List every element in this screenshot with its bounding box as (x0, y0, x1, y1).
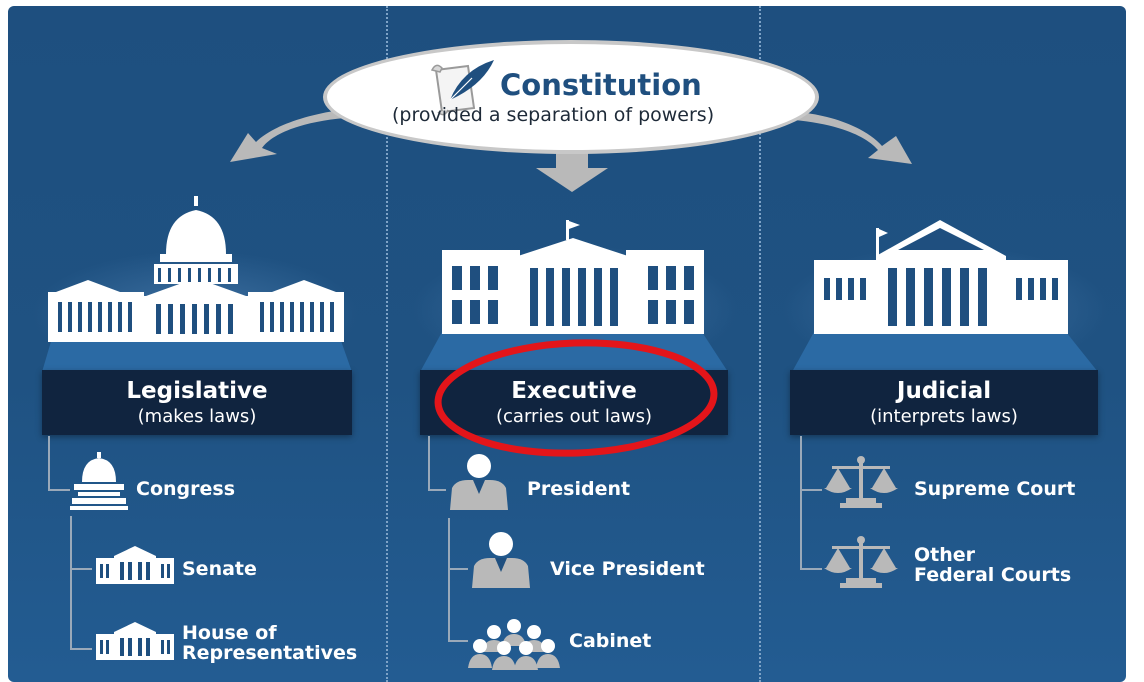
constitution-oval (323, 40, 819, 154)
arrow-to-legislative (230, 110, 345, 162)
column-divider-left (386, 6, 388, 682)
executive-tree-branch (428, 489, 446, 491)
other-courts-tree-branch (800, 568, 822, 570)
supreme-court-scales-icon (824, 456, 898, 508)
legislative-tree-branch (48, 489, 70, 491)
president-label: President (527, 478, 631, 500)
capitol-icon (48, 196, 344, 342)
senate-label: Senate (182, 558, 257, 580)
judicial-box: Judicial (interprets laws) (790, 370, 1098, 435)
white-house-icon (442, 220, 704, 334)
supreme-court-icon (814, 220, 1068, 334)
quill-scroll-icon (430, 60, 494, 116)
executive-title: Executive (511, 378, 637, 404)
arrow-to-judicial (794, 112, 912, 164)
cabinet-group-icon (468, 619, 560, 670)
constitution-subtitle: (provided a separation of powers) (392, 104, 715, 126)
arrow-to-executive (536, 152, 608, 192)
congress-tree-line (70, 516, 72, 650)
judicial-subtitle: (interprets laws) (870, 406, 1018, 427)
executive-tree-line (428, 436, 430, 490)
cabinet-tree-branch (448, 640, 468, 642)
executive-box: Executive (carries out laws) (420, 370, 728, 435)
house-label-line1: House of (182, 622, 277, 644)
supreme-court-label: Supreme Court (914, 478, 1076, 500)
judicial-title: Judicial (896, 378, 992, 404)
other-courts-label-line1: Other (914, 544, 976, 566)
vp-tree-branch (448, 568, 468, 570)
vice-president-label: Vice President (550, 558, 705, 580)
cabinet-label: Cabinet (569, 630, 652, 652)
legislative-box: Legislative (makes laws) (42, 370, 352, 435)
other-courts-label-line2: Federal Courts (914, 564, 1072, 586)
legislative-title: Legislative (126, 378, 268, 404)
supreme-court-tree-branch (800, 489, 822, 491)
executive-subtitle: (carries out laws) (496, 406, 652, 427)
house-tree-branch (70, 648, 92, 650)
highlight-ring (434, 339, 718, 457)
house-building-icon (96, 622, 174, 660)
senate-building-icon (96, 546, 174, 584)
congress-dome-icon (70, 452, 128, 510)
senate-tree-branch (70, 568, 92, 570)
legislative-tree-line (48, 436, 50, 490)
constitution-title: Constitution (500, 68, 702, 102)
president-tree-line (448, 518, 450, 642)
column-divider-right (759, 6, 761, 682)
legislative-subtitle: (makes laws) (137, 406, 257, 427)
vice-president-person-icon (472, 532, 530, 588)
congress-label: Congress (136, 478, 235, 500)
house-label-line2: Representatives (182, 642, 358, 664)
judicial-tree-line (800, 436, 802, 570)
federal-courts-scales-icon (824, 536, 898, 588)
president-person-icon (450, 454, 508, 510)
